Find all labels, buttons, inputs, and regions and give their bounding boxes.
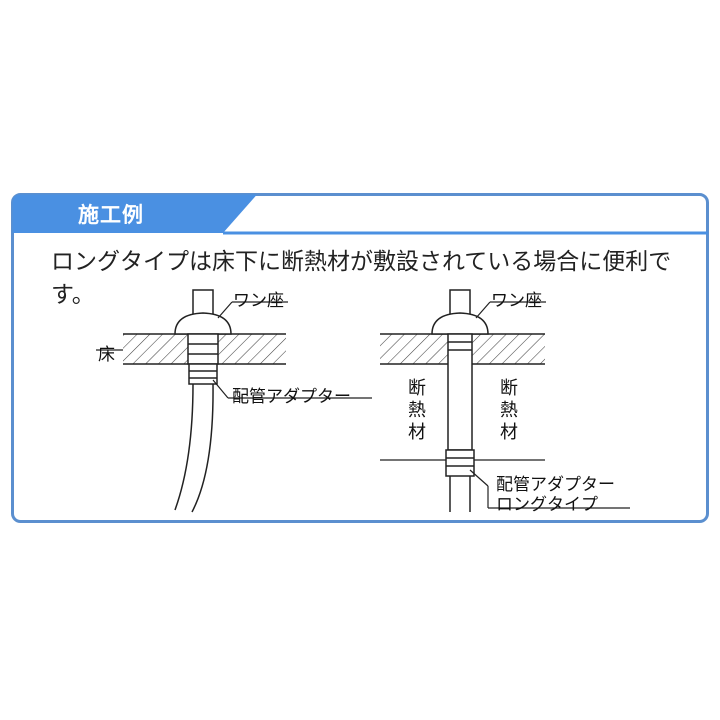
right-adapter-label-line1: 配管アダプター: [496, 475, 615, 495]
left-adapter-nut: [188, 363, 218, 385]
right-washer-pointer: [475, 301, 491, 319]
left-washer-pointer: [217, 301, 233, 319]
right-diagram: [380, 289, 630, 512]
right-adapter-nut: [445, 449, 475, 477]
right-adapter-pointer: [469, 469, 489, 487]
left-adapter-pointer: [212, 379, 229, 399]
left-fitting: [187, 333, 219, 365]
left-hose-left: [174, 383, 194, 511]
right-washer-label: ワン座: [491, 291, 542, 311]
left-washer-label: ワン座: [233, 291, 284, 311]
panel-description: ロングタイプは床下に断熱材が敷設されている場合に便利です。: [51, 249, 672, 308]
right-washer: [431, 312, 489, 335]
heading-tab: [12, 194, 257, 233]
right-adapter-label-line2: ロングタイプ: [496, 495, 598, 515]
right-long-adapter: [447, 333, 473, 451]
left-washer: [174, 312, 232, 335]
left-diagram: [96, 289, 372, 513]
right-insulation-right-label: 断熱材: [500, 378, 518, 443]
left-adapter-label: 配管アダプター: [232, 387, 351, 407]
panel-border: [11, 193, 709, 523]
left-floor-label: 床: [98, 345, 115, 365]
right-insulation-left-label: 断熱材: [408, 378, 426, 443]
construction-example-panel: [11, 193, 709, 523]
left-hose-right: [191, 383, 214, 513]
panel-frame: [11, 193, 709, 523]
panel-heading: 施工例: [78, 203, 144, 227]
